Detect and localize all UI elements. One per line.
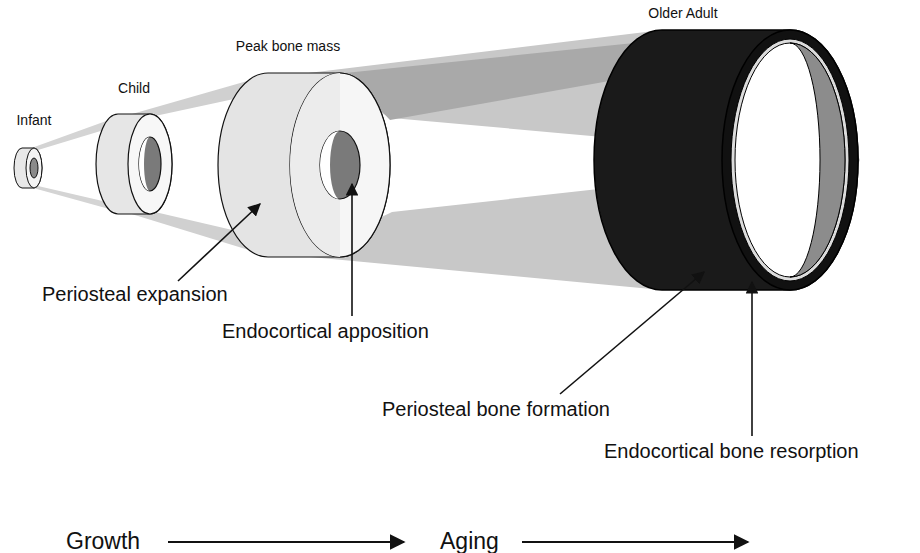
- peak-bone-mass-section: Peak bone mass: [200, 38, 376, 260]
- axis-label: Aging: [440, 528, 499, 553]
- callout-label: Periosteal expansion: [42, 283, 228, 306]
- stage-heading: Older Adult: [596, 5, 770, 21]
- leader-arrows: [178, 184, 752, 436]
- axis-label: Growth: [66, 528, 140, 553]
- stage-heading: Infant: [8, 112, 60, 128]
- stage-heading: Child: [96, 80, 172, 96]
- child-bone-ring: [96, 114, 172, 214]
- growth-bands: [26, 30, 860, 290]
- infant-section: Infant: [8, 112, 60, 192]
- callout-label: Endocortical bone resorption: [604, 440, 859, 463]
- older-adult-bone-ring: [594, 30, 858, 290]
- peak-bone-ring: [218, 73, 390, 257]
- callout-label: Endocortical apposition: [222, 320, 429, 343]
- older-adult-section: Older Adult: [596, 5, 770, 295]
- child-section: Child: [96, 80, 172, 218]
- callout-label: Periosteal bone formation: [382, 398, 610, 421]
- infant-bone-ring: [14, 148, 42, 188]
- stage-heading: Peak bone mass: [200, 38, 376, 54]
